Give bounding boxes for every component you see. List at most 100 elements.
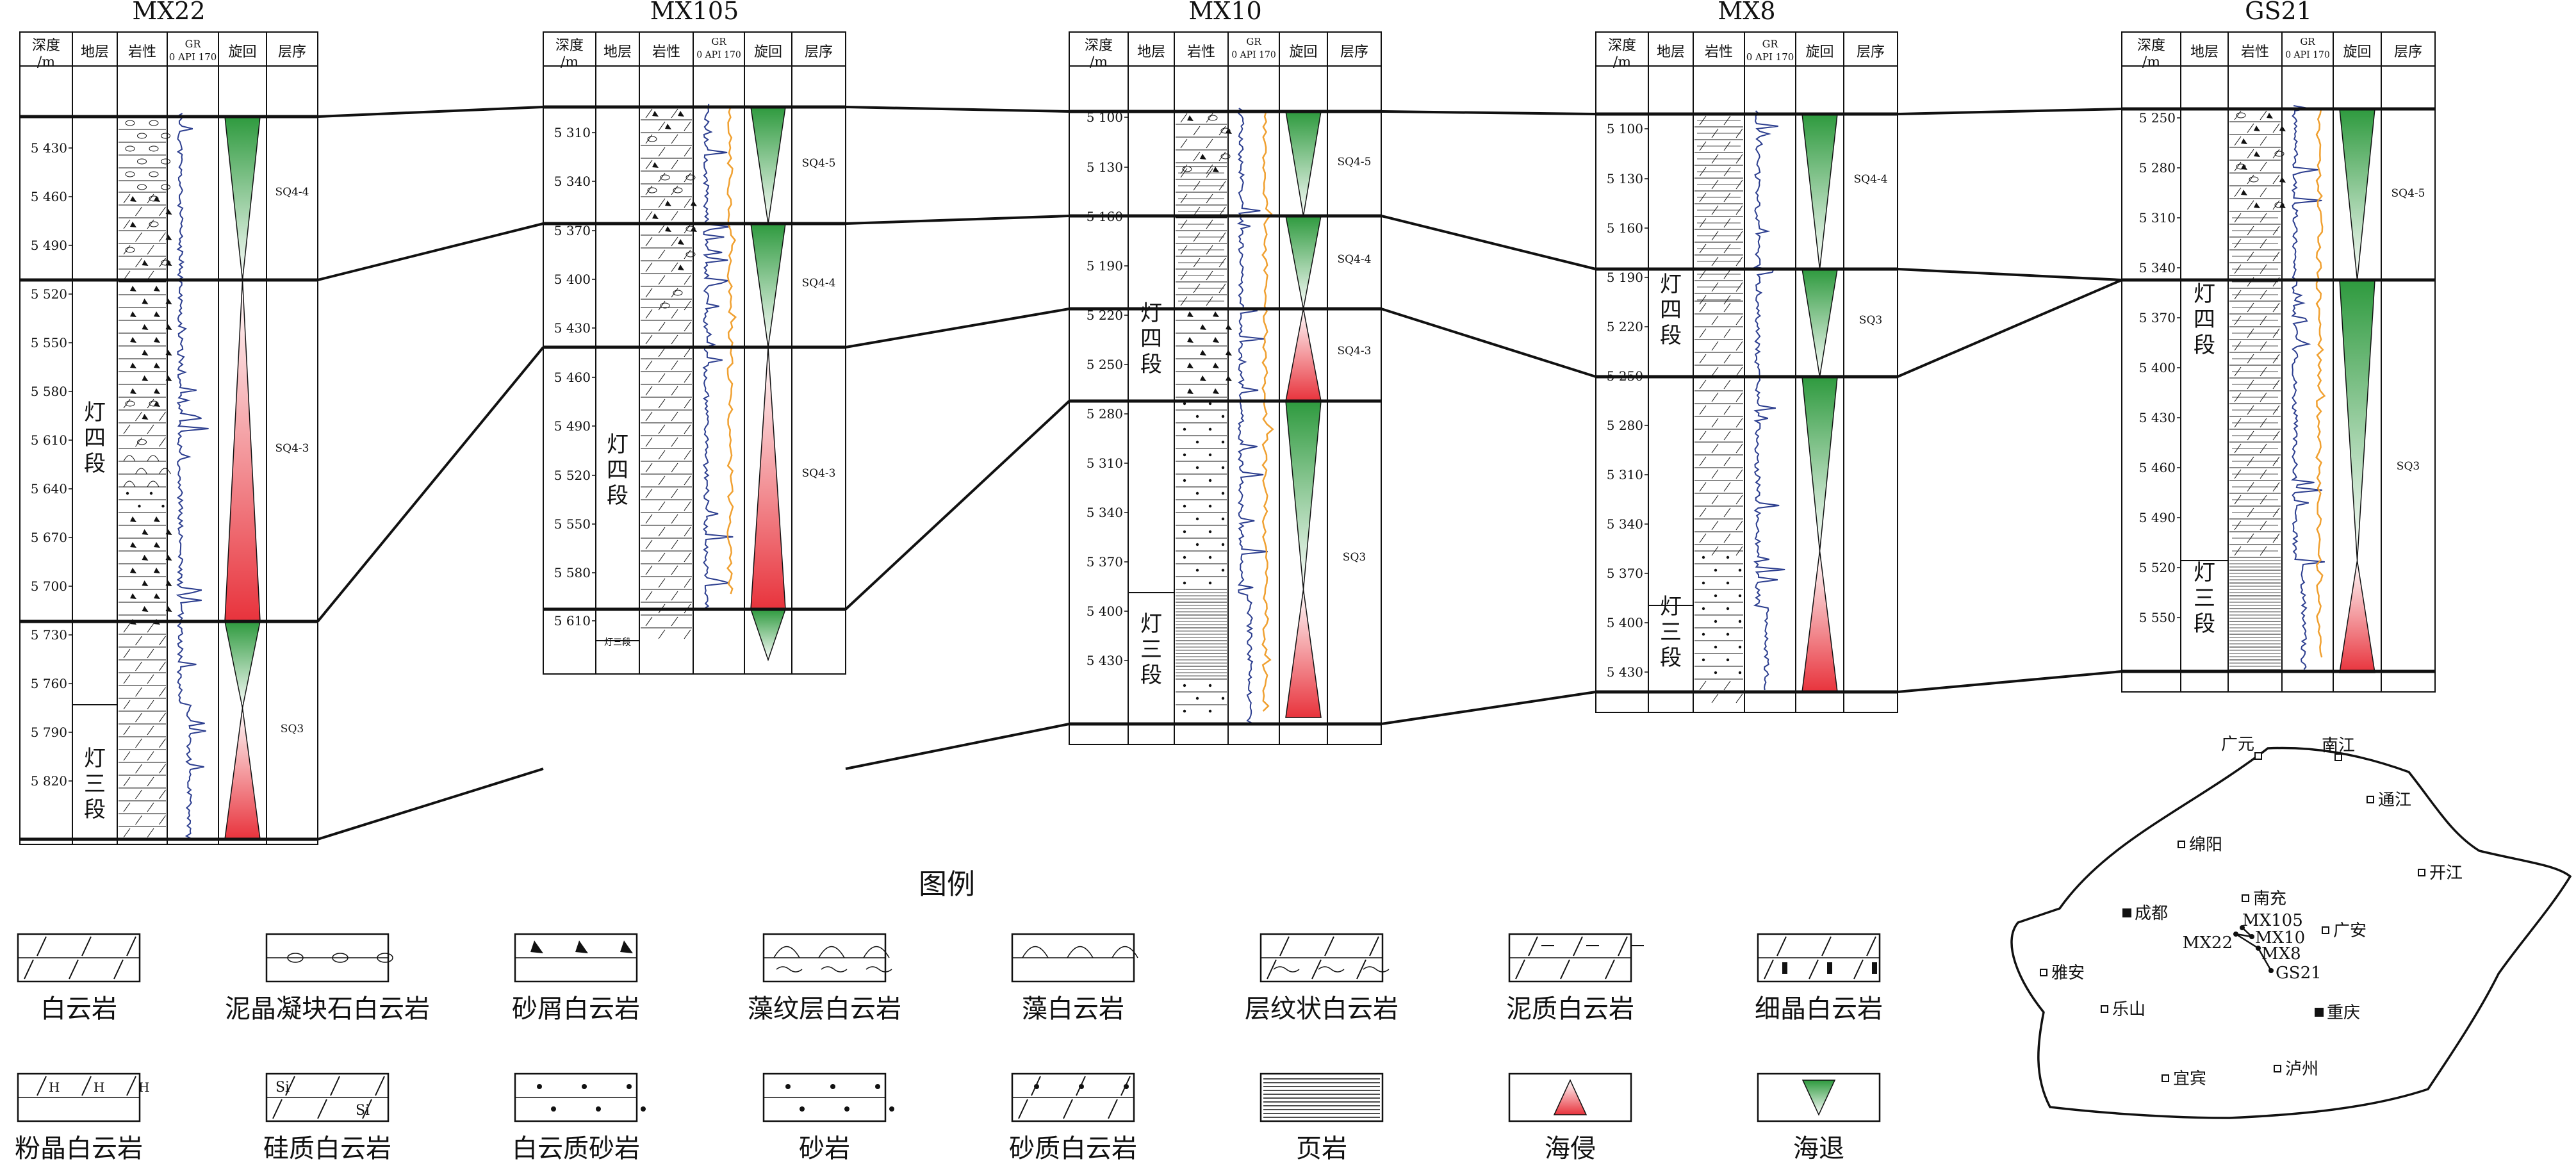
depth-header-unit: /m — [2142, 54, 2160, 70]
sequence-label: SQ4-3 — [1338, 345, 1372, 357]
map-city-label: 重庆 — [2327, 1003, 2360, 1022]
gr-header: GR — [1246, 36, 1261, 47]
litho-triangle — [665, 124, 671, 129]
legend-wave — [866, 966, 892, 973]
legend-slash — [1528, 936, 1538, 957]
well-name: MX10 — [1188, 0, 1261, 25]
litho-nodule — [149, 171, 159, 177]
litho-slash — [1735, 418, 1743, 428]
litho-slash — [135, 411, 142, 422]
litho-slash — [684, 424, 691, 434]
litho-slash — [1699, 405, 1707, 415]
litho-nodule — [125, 247, 135, 253]
map-city-label: 雅安 — [2051, 964, 2085, 983]
litho-slash — [1735, 315, 1743, 325]
litho-triangle — [2241, 164, 2247, 170]
formation-label-char: 段 — [2194, 333, 2215, 358]
litho-slash — [147, 828, 154, 838]
isotope-curve — [1261, 111, 1274, 712]
litho-slash — [159, 712, 166, 723]
lithology-interval — [2229, 108, 2286, 210]
legend-item-clastic: 砂屑白云岩 — [512, 933, 640, 1024]
litho-arc — [135, 468, 147, 475]
litho-triangle — [678, 111, 684, 117]
legend-swatch-pattern — [1509, 936, 1644, 980]
sequence-header: 层序 — [1857, 44, 1885, 60]
litho-dot — [1183, 479, 1186, 482]
gr-scale: 0 API 170 — [1746, 51, 1794, 63]
legend-dot — [844, 1106, 849, 1112]
litho-slash — [159, 636, 166, 646]
litho-slash — [1723, 507, 1731, 518]
legend-dot — [800, 1106, 805, 1112]
litho-dot — [1195, 466, 1199, 470]
sequence-label: SQ3 — [1859, 314, 1882, 327]
depth-tick-label: 5 160 — [1607, 220, 1643, 236]
formation-label-char: 四 — [1140, 326, 1162, 352]
depth-tick-label: 5 280 — [1607, 418, 1643, 433]
litho-dot — [1221, 568, 1225, 572]
litho-triangle — [165, 234, 172, 240]
litho-slash — [2247, 149, 2254, 159]
litho-slash — [1711, 315, 1719, 325]
sequence-label: SQ4-3 — [802, 467, 836, 480]
legend-block — [1827, 962, 1832, 974]
litho-dot — [1195, 415, 1199, 418]
legend-slash — [1853, 959, 1864, 980]
legend-dot — [596, 1106, 601, 1112]
litho-nodule — [2274, 151, 2285, 157]
litho-dot — [1702, 581, 1705, 585]
litho-slash — [1699, 431, 1707, 441]
litho-slash — [1711, 392, 1719, 402]
depth-tick-label: 5 130 — [1607, 171, 1643, 186]
litho-slash — [2234, 187, 2242, 197]
litho-slash — [1723, 302, 1731, 313]
litho-slash — [1735, 366, 1743, 377]
litho-slash — [1218, 151, 1226, 161]
litho-slash — [1735, 495, 1743, 505]
litho-triangle — [1226, 350, 1232, 356]
litho-triangle — [1187, 337, 1194, 343]
depth-tick-label: 5 610 — [31, 432, 67, 448]
depth-tick-label: 5 460 — [31, 189, 67, 204]
formation-label: 灯三段 — [604, 637, 631, 648]
litho-triangle — [142, 580, 149, 586]
legend-arc — [863, 946, 890, 958]
litho-slash — [123, 219, 131, 229]
litho-nodule — [660, 174, 670, 181]
litho-triangle — [154, 516, 160, 522]
litho-slash — [159, 258, 166, 268]
litho-arc — [123, 455, 136, 462]
litho-slash — [2247, 123, 2254, 133]
litho-slash — [135, 661, 142, 671]
formation-label-char: 四 — [1660, 297, 1682, 323]
city-marker — [2162, 1074, 2169, 1082]
litho-triangle — [1226, 375, 1232, 381]
lithology-interval — [641, 106, 697, 311]
map-city: 重庆 — [2315, 1003, 2360, 1022]
transgression-triangle — [1285, 308, 1322, 402]
map-city-label: 开江 — [2429, 864, 2463, 883]
litho-slash — [147, 245, 154, 255]
formation-label: 灯三段 — [84, 746, 106, 823]
cycle-header: 旋回 — [754, 44, 782, 60]
legend-slash — [1605, 959, 1615, 980]
litho-triangle — [165, 555, 172, 561]
legend-slash — [375, 1076, 385, 1096]
litho-triangle — [1200, 350, 1206, 356]
litho-slash — [671, 488, 678, 498]
legend-slash — [1063, 1099, 1073, 1119]
litho-slash — [684, 322, 691, 332]
litho-triangle — [1187, 388, 1194, 394]
litho-slash — [684, 552, 691, 562]
formation-label-char: 灯 — [2194, 281, 2215, 307]
formation-label-char: 三 — [1140, 637, 1162, 662]
map-city-label: 乐山 — [2112, 1000, 2145, 1019]
litho-dot — [1183, 453, 1186, 457]
lithology-interval — [1176, 307, 1232, 394]
litho-dot — [1726, 658, 1730, 662]
litho-dot — [1738, 645, 1742, 649]
well-frame — [543, 31, 846, 675]
